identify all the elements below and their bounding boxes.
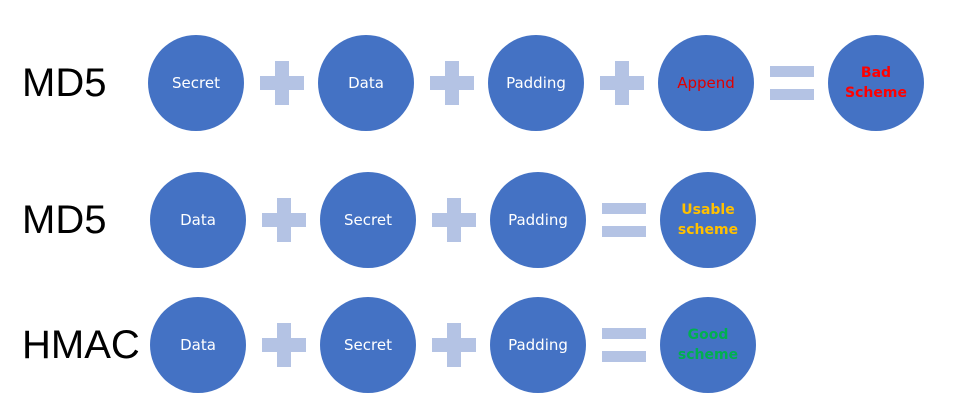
plus-operator — [600, 61, 644, 105]
term-circle-data: Data — [150, 172, 246, 268]
term-circle-append: Append — [658, 35, 754, 131]
equals-operator — [602, 203, 646, 237]
term-label: Data — [348, 74, 384, 92]
term-label: Secret — [172, 74, 220, 92]
plus-operator — [260, 61, 304, 105]
term-label: Data — [180, 211, 216, 229]
term-label: Secret — [344, 336, 392, 354]
term-label: Data — [180, 336, 216, 354]
term-label: Append — [677, 74, 735, 92]
row-label: MD5 — [22, 61, 107, 105]
result-circle-usable-scheme: Usable scheme — [660, 172, 756, 268]
plus-operator — [430, 61, 474, 105]
term-label: Secret — [344, 211, 392, 229]
plus-operator — [432, 198, 476, 242]
row-label: MD5 — [22, 198, 107, 242]
term-circle-secret: Secret — [320, 297, 416, 393]
term-circle-data: Data — [150, 297, 246, 393]
equals-operator — [602, 328, 646, 362]
result-circle-bad-scheme: Bad Scheme — [828, 35, 924, 131]
plus-operator — [262, 198, 306, 242]
term-circle-padding: Padding — [488, 35, 584, 131]
term-circle-padding: Padding — [490, 297, 586, 393]
result-label: Usable scheme — [677, 201, 739, 238]
term-circle-data: Data — [318, 35, 414, 131]
plus-operator — [262, 323, 306, 367]
term-label: Padding — [508, 336, 568, 354]
term-circle-secret: Secret — [320, 172, 416, 268]
equals-operator — [770, 66, 814, 100]
term-circle-secret: Secret — [148, 35, 244, 131]
result-circle-good-scheme: Good scheme — [660, 297, 756, 393]
row-label: HMAC — [22, 323, 140, 367]
plus-operator — [432, 323, 476, 367]
term-label: Padding — [508, 211, 568, 229]
term-circle-padding: Padding — [490, 172, 586, 268]
result-label: Good scheme — [677, 326, 739, 363]
result-label: Bad Scheme — [845, 64, 907, 101]
term-label: Padding — [506, 74, 566, 92]
